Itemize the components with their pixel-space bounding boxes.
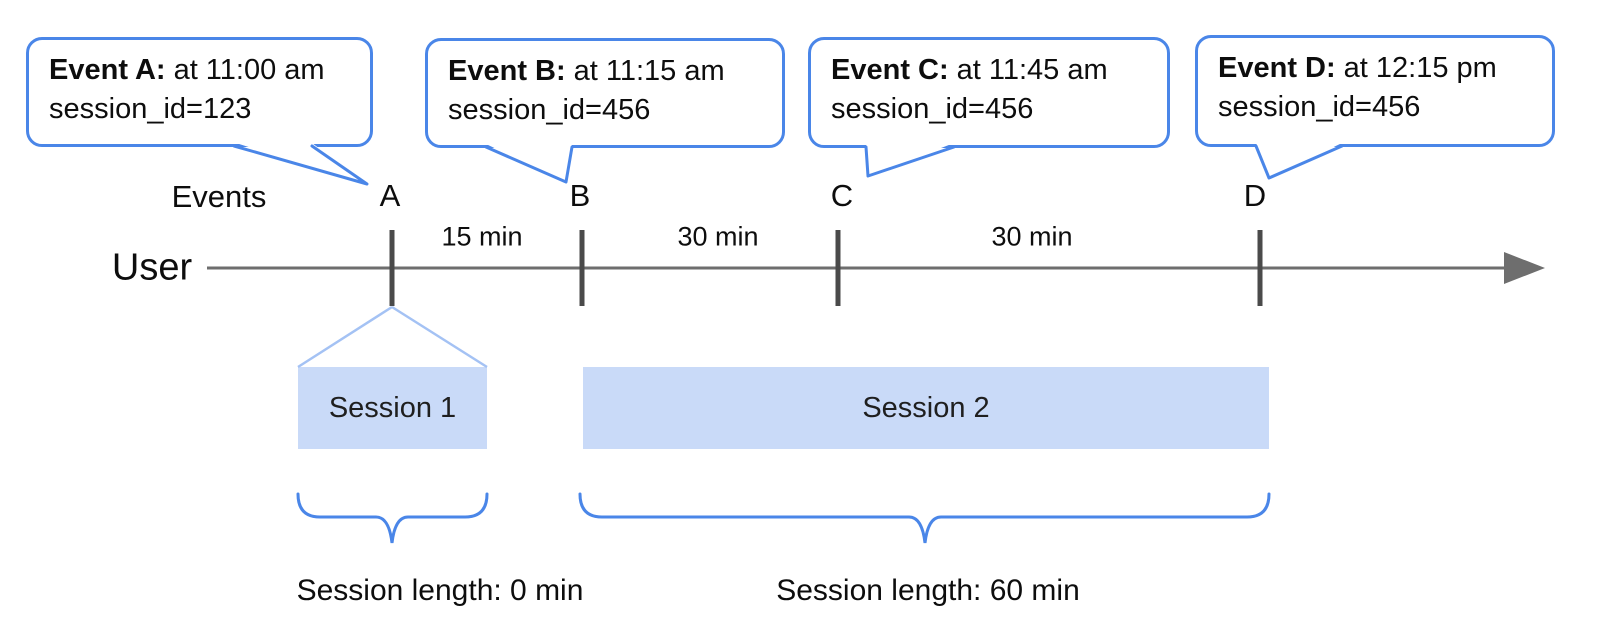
event-d-time: at 12:15 pm xyxy=(1343,52,1497,84)
callout-event-c: Event C:at 11:45 am session_id=456 xyxy=(808,37,1170,148)
event-marker-d: D xyxy=(1243,178,1267,213)
event-b-session-id: session_id=456 xyxy=(448,94,651,126)
callout-line-1: Event A:at 11:00 am xyxy=(49,51,370,90)
timeline-arrowhead-icon xyxy=(1504,252,1545,284)
callout-event-d: Event D:at 12:15 pm session_id=456 xyxy=(1195,35,1555,147)
event-c-title: Event C: xyxy=(831,54,949,86)
event-a-session-id: session_id=123 xyxy=(49,93,252,125)
session-1-label: Session 1 xyxy=(328,391,457,424)
session-2-length-label: Session length: 60 min xyxy=(776,574,1080,607)
callout-tail-a xyxy=(232,143,369,186)
event-a-title: Event A: xyxy=(49,54,166,86)
callout-tail-d xyxy=(1254,143,1344,180)
event-d-title: Event D: xyxy=(1218,52,1336,84)
event-c-session-id: session_id=456 xyxy=(831,93,1034,125)
interval-b-c: 30 min xyxy=(677,221,759,252)
callout-event-a: Event A:at 11:00 am session_id=123 xyxy=(26,37,373,147)
callout-tail-b xyxy=(484,144,574,184)
session-1-brace xyxy=(296,492,489,544)
event-d-session-id: session_id=456 xyxy=(1218,91,1421,123)
session-2-brace xyxy=(578,492,1271,544)
callout-event-b: Event B:at 11:15 am session_id=456 xyxy=(425,38,785,148)
event-c-time: at 11:45 am xyxy=(956,54,1108,86)
session-2-box: Session 2 xyxy=(583,367,1269,449)
callout-line-1: Event B:at 11:15 am xyxy=(448,52,782,91)
event-b-time: at 11:15 am xyxy=(573,55,725,87)
event-marker-c: C xyxy=(830,178,854,213)
session-1-funnel-connector xyxy=(297,305,488,369)
event-marker-a: A xyxy=(379,178,401,213)
interval-a-b: 15 min xyxy=(441,221,523,252)
callout-line-1: Event D:at 12:15 pm xyxy=(1218,49,1552,88)
callout-line-1: Event C:at 11:45 am xyxy=(831,51,1167,90)
interval-c-d: 30 min xyxy=(991,221,1073,252)
callout-tail-c xyxy=(864,143,956,178)
session-1-length-label: Session length: 0 min xyxy=(296,574,584,607)
event-marker-b: B xyxy=(569,178,591,213)
session-2-label: Session 2 xyxy=(862,391,990,424)
user-axis-label: User xyxy=(111,246,193,289)
session-1-box: Session 1 xyxy=(298,367,487,449)
events-axis-label: Events xyxy=(171,179,267,214)
event-b-title: Event B: xyxy=(448,55,566,87)
event-a-time: at 11:00 am xyxy=(173,54,325,86)
